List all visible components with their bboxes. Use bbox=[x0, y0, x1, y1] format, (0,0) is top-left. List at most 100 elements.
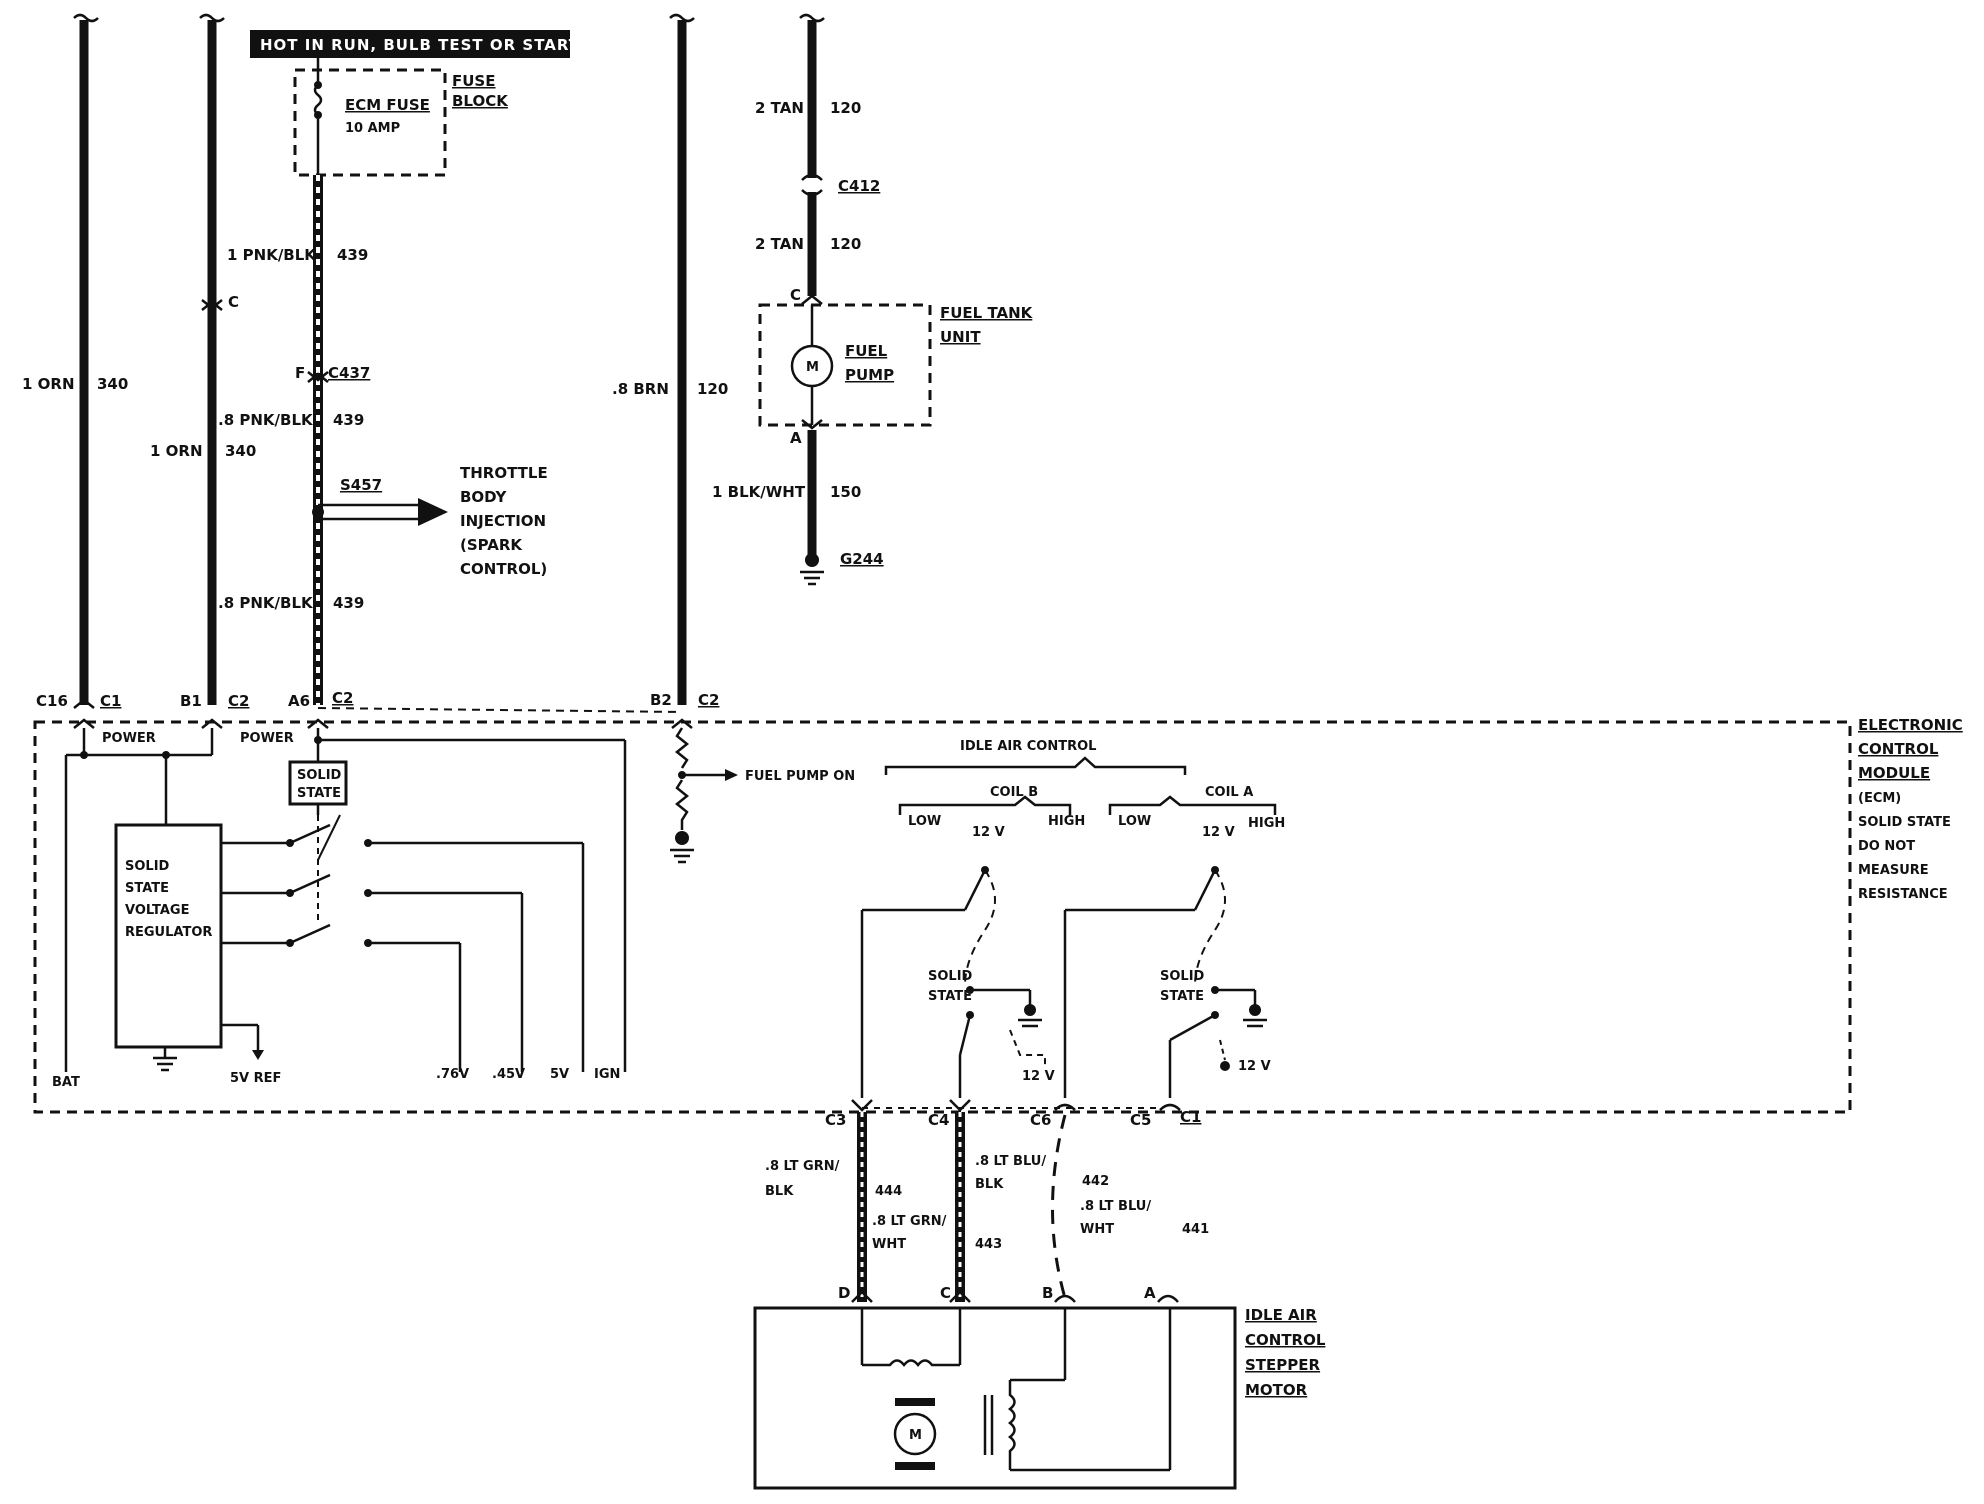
wire-441-label-a: .8 LT BLU/ bbox=[1080, 1199, 1151, 1214]
wire-120-brn bbox=[669, 13, 695, 705]
wire-441-number: 441 bbox=[1182, 1222, 1209, 1237]
splice-s457-label: S457 bbox=[340, 476, 382, 494]
bottom-conn-c3: C3 bbox=[825, 1111, 846, 1129]
iac-motor-label-3: STEPPER bbox=[1245, 1356, 1321, 1374]
regulator-label-4: REGULATOR bbox=[125, 925, 212, 940]
ecm-title-1: ELECTRONIC bbox=[1858, 716, 1963, 734]
iac-motor-symbol: M bbox=[909, 1428, 922, 1443]
regulator-label-1: SOLID bbox=[125, 859, 170, 874]
ecm-conn-c1-top: C1 bbox=[100, 692, 121, 710]
ecm-045v-label: .45V bbox=[492, 1067, 525, 1082]
ecm-title-8: RESISTANCE bbox=[1858, 887, 1948, 902]
wire-label-1-orn-b1: 1 ORN bbox=[150, 442, 203, 460]
fuel-tank-unit-label-1: FUEL TANK bbox=[940, 304, 1034, 322]
coil-b-driver bbox=[860, 866, 1046, 1098]
bottom-conn-c4: C4 bbox=[928, 1111, 949, 1129]
wire-label-8-pnk-blk-low: .8 PNK/BLK bbox=[218, 594, 314, 612]
iac-pin-a: A bbox=[1144, 1284, 1156, 1302]
iac-pin-c: C bbox=[940, 1284, 951, 1302]
wire-number-120-brn: 120 bbox=[697, 380, 728, 398]
iac-wiring bbox=[851, 1099, 1181, 1303]
ecm-fuse-rating: 10 AMP bbox=[345, 121, 400, 136]
wire-label-1-pnk-blk-top: 1 PNK/BLK bbox=[227, 246, 317, 264]
fuel-wire-1-blk-wht: 1 BLK/WHT bbox=[712, 483, 806, 501]
ecm-076v-label: .76V bbox=[436, 1067, 469, 1082]
coil-a-low-label: LOW bbox=[1118, 814, 1151, 829]
wire-439 bbox=[307, 175, 448, 705]
wire-441-label-b: WHT bbox=[1080, 1222, 1114, 1237]
fuel-wire-2-tan-top: 2 TAN bbox=[755, 99, 804, 117]
wire-number-439-mid: 439 bbox=[333, 411, 364, 429]
wire-label-1-orn: 1 ORN bbox=[22, 375, 75, 393]
wire-444-number: 444 bbox=[875, 1184, 902, 1199]
fuel-wire-120-top: 120 bbox=[830, 99, 861, 117]
fuel-pump-label-2: PUMP bbox=[845, 366, 894, 384]
ecm-title-5: SOLID STATE bbox=[1858, 815, 1951, 830]
wire-442-label-a: .8 LT BLU/ bbox=[975, 1154, 1046, 1169]
coil-a-brace bbox=[1108, 795, 1277, 815]
fuel-pin-a: A bbox=[790, 429, 802, 447]
wire-label-8-pnk-blk-mid: .8 PNK/BLK bbox=[218, 411, 314, 429]
fuel-wire-150: 150 bbox=[830, 483, 861, 501]
iac-label: IDLE AIR CONTROL bbox=[960, 739, 1096, 754]
fuel-pin-c: C bbox=[790, 286, 801, 304]
ecm-bat-label: BAT bbox=[52, 1075, 80, 1090]
fuel-pump-on-label: FUEL PUMP ON bbox=[745, 769, 855, 784]
fuel-pump-driver bbox=[670, 727, 738, 864]
coil-b-brace bbox=[898, 795, 1072, 815]
ecm-power-label-1: POWER bbox=[102, 731, 156, 746]
throttle-label-5: CONTROL) bbox=[460, 560, 547, 578]
ecm-title-7: MEASURE bbox=[1858, 863, 1929, 878]
ecm-title-2: CONTROL bbox=[1858, 740, 1939, 758]
coil-b-12v-label: 12 V bbox=[972, 825, 1005, 840]
wire-340-b1 bbox=[199, 13, 225, 705]
regulator-label-3: VOLTAGE bbox=[125, 903, 190, 918]
connector-c437-label: C437 bbox=[328, 364, 370, 382]
throttle-label-4: (SPARK bbox=[460, 536, 523, 554]
wire-number-439-top: 439 bbox=[337, 246, 368, 264]
wire-443-number: 443 bbox=[975, 1237, 1002, 1252]
iac-motor-label-2: CONTROL bbox=[1245, 1331, 1326, 1349]
wire-443-label-b: WHT bbox=[872, 1237, 906, 1252]
fuel-pump-motor-symbol: M bbox=[806, 360, 819, 375]
ecm-conn-c2-b2: C2 bbox=[698, 691, 719, 709]
connector-c-label: C bbox=[228, 293, 239, 311]
regulator-label-2: STATE bbox=[125, 881, 169, 896]
coil-b-label: COIL B bbox=[990, 785, 1038, 800]
ecm-outline bbox=[33, 720, 1852, 1114]
throttle-label-3: INJECTION bbox=[460, 512, 546, 530]
iac-pin-b: B bbox=[1042, 1284, 1053, 1302]
ecm-power-label-2: POWER bbox=[240, 731, 294, 746]
ecm-inputs bbox=[64, 718, 693, 1072]
bottom-conn-c5: C5 bbox=[1130, 1111, 1151, 1129]
iac-motor-label-1: IDLE AIR bbox=[1245, 1306, 1317, 1324]
ecm-fuse-label: ECM FUSE bbox=[345, 96, 430, 114]
fuse-block-outline bbox=[293, 68, 447, 177]
connector-c412-label: C412 bbox=[838, 177, 880, 195]
ecm-pin-c16: C16 bbox=[36, 692, 68, 710]
ecm-title-3: MODULE bbox=[1858, 764, 1930, 782]
coil-b-low-label: LOW bbox=[908, 814, 941, 829]
bottom-conn-c6: C6 bbox=[1030, 1111, 1051, 1129]
wire-444-label-b: BLK bbox=[765, 1184, 794, 1199]
ecm-title-4: (ECM) bbox=[1858, 791, 1901, 806]
throttle-label-1: THROTTLE bbox=[460, 464, 548, 482]
wire-label-8-brn: .8 BRN bbox=[612, 380, 669, 398]
ecm-title-6: DO NOT bbox=[1858, 839, 1915, 854]
ground-g244-label: G244 bbox=[840, 550, 884, 568]
fuel-tank-unit-label-2: UNIT bbox=[940, 328, 981, 346]
coil-b-12v-bottom: 12 V bbox=[1022, 1069, 1055, 1084]
bottom-conn-c1: C1 bbox=[1180, 1108, 1201, 1126]
iac-stepper-motor bbox=[753, 1306, 1237, 1490]
ecm-fuse-symbol bbox=[313, 58, 323, 175]
ecm-pin-a6: A6 bbox=[288, 692, 310, 710]
wire-340-left bbox=[73, 13, 99, 709]
fuel-wire-2-tan-mid: 2 TAN bbox=[755, 235, 804, 253]
iac-motor-label-4: MOTOR bbox=[1245, 1381, 1308, 1399]
coil-b-high-label: HIGH bbox=[1048, 814, 1085, 829]
coil-a-label: COIL A bbox=[1205, 785, 1253, 800]
wire-number-340-b1: 340 bbox=[225, 442, 256, 460]
iac-pin-d: D bbox=[838, 1284, 850, 1302]
ecm-pin-b1: B1 bbox=[180, 692, 202, 710]
coil-b-state-label: STATE bbox=[928, 989, 972, 1004]
